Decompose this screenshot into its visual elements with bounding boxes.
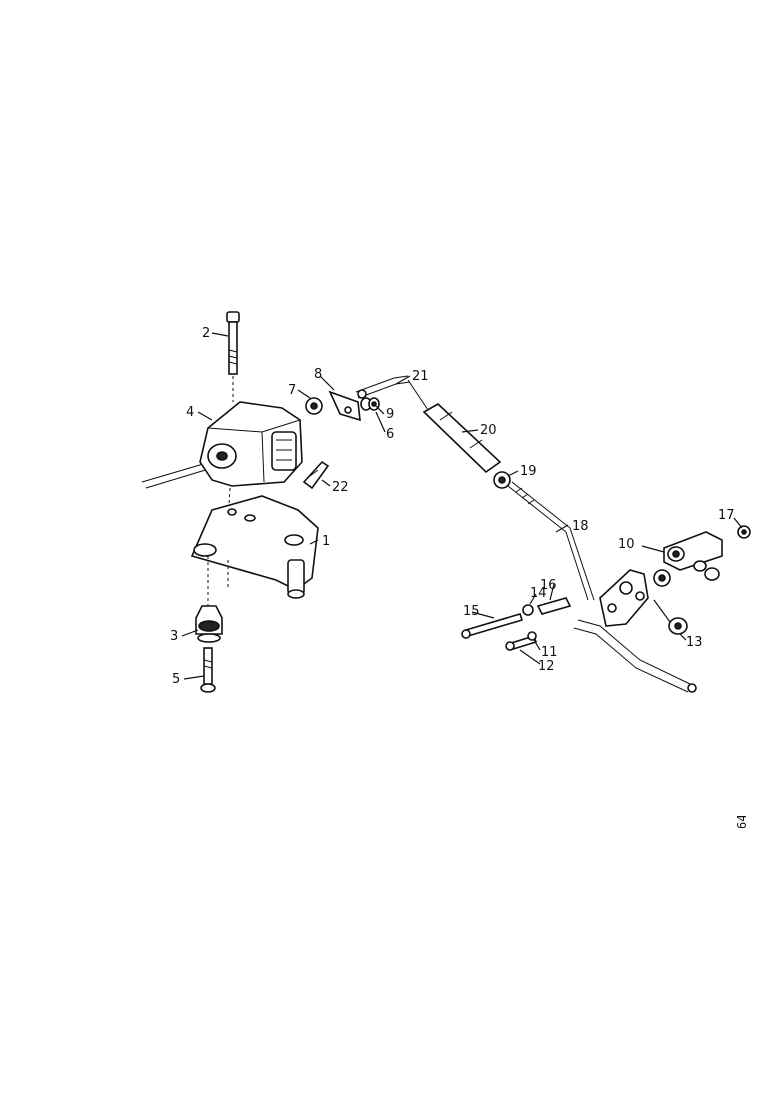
callout-8: 8 xyxy=(314,367,322,382)
part-clip-22 xyxy=(302,460,330,490)
part-washer-11 xyxy=(527,631,537,641)
callout-22: 22 xyxy=(332,480,349,495)
callout-9: 9 xyxy=(386,407,394,422)
part-bolt-5 xyxy=(200,647,216,693)
callout-19: 19 xyxy=(520,464,537,479)
part-housing-4 xyxy=(199,401,303,521)
part-cable xyxy=(141,461,213,489)
callout-20: 20 xyxy=(480,423,497,438)
callout-17: 17 xyxy=(718,508,735,523)
callout-4: 4 xyxy=(186,405,194,420)
part-washer-14 xyxy=(522,604,534,616)
part-shift-bracket-10 xyxy=(599,531,723,627)
callout-1: 1 xyxy=(322,534,330,549)
callout-10: 10 xyxy=(618,537,635,552)
part-bracket-plate-1 xyxy=(190,495,319,610)
part-rod-18 xyxy=(507,481,595,601)
part-washer-17 xyxy=(737,525,751,539)
part-nut-13 xyxy=(668,617,688,635)
part-washers-6-9 xyxy=(360,397,380,411)
part-bolt-2 xyxy=(226,311,240,402)
callout-labels: 1 2 3 4 5 6 7 8 9 10 11 12 13 14 15 16 1… xyxy=(170,326,735,687)
leader-lines xyxy=(181,332,743,680)
callout-6: 6 xyxy=(386,427,394,442)
callout-3: 3 xyxy=(170,629,178,644)
part-rubber-mount-3 xyxy=(195,605,223,643)
callout-14: 14 xyxy=(530,586,547,601)
part-rubber-boot-20 xyxy=(407,379,502,474)
part-nut-19 xyxy=(493,471,511,489)
part-gear-shift-rod xyxy=(573,619,697,693)
drawing-number-text: 16416 xyxy=(735,816,749,828)
callout-11: 11 xyxy=(541,645,558,660)
callout-18: 18 xyxy=(572,519,589,534)
callout-15: 15 xyxy=(463,604,480,619)
part-lever-8 xyxy=(328,390,361,422)
drawing-number: 16416 xyxy=(735,816,749,828)
part-pin-16 xyxy=(536,597,572,615)
callout-2: 2 xyxy=(202,326,210,341)
part-bolt-15 xyxy=(461,613,524,639)
callout-7: 7 xyxy=(288,383,296,398)
callout-21: 21 xyxy=(412,369,429,384)
callout-12: 12 xyxy=(538,659,555,674)
part-nut-7 xyxy=(305,397,323,415)
callout-5: 5 xyxy=(172,672,180,687)
part-link-21 xyxy=(355,375,411,399)
callout-16: 16 xyxy=(540,578,557,593)
callout-13: 13 xyxy=(686,635,703,650)
